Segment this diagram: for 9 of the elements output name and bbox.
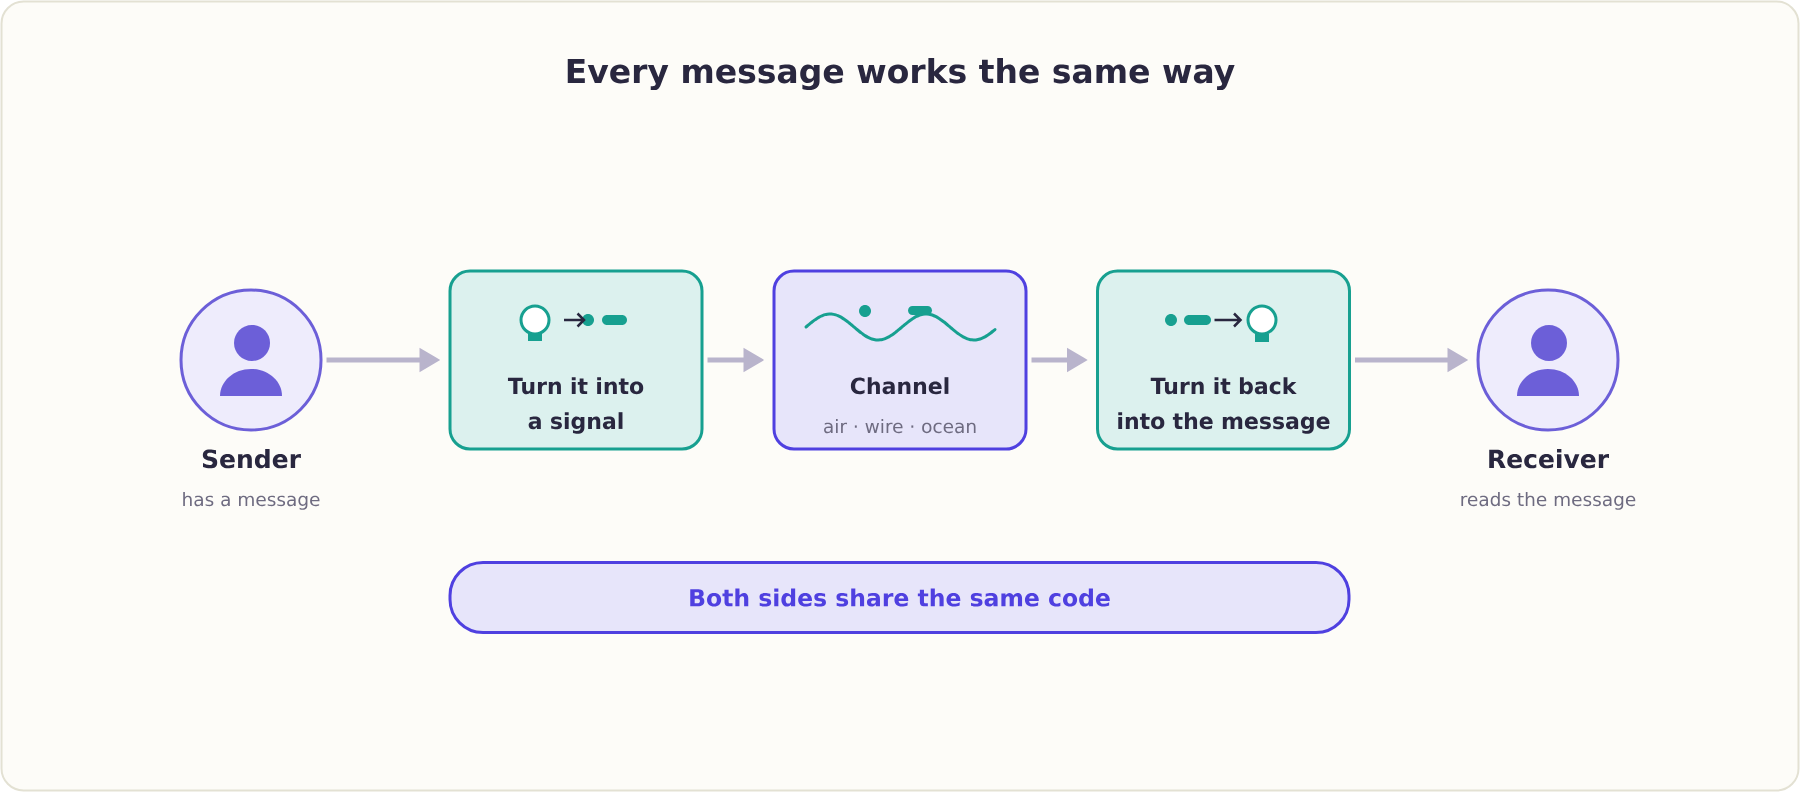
title: Every message works the same way [567, 57, 1235, 91]
step-box: Turn it back into the message [1096, 269, 1351, 451]
subtitle: reads the message [1461, 491, 1636, 510]
name-label: Receiver [1489, 449, 1609, 469]
step-box: Channel air · wire · ocean [772, 269, 1028, 451]
step-box: Turn it into a signal [448, 269, 704, 451]
pill-banner: Both sides share the same code [448, 561, 1351, 634]
name-label: Sender [202, 449, 301, 469]
subtitle: has a message [183, 491, 320, 510]
